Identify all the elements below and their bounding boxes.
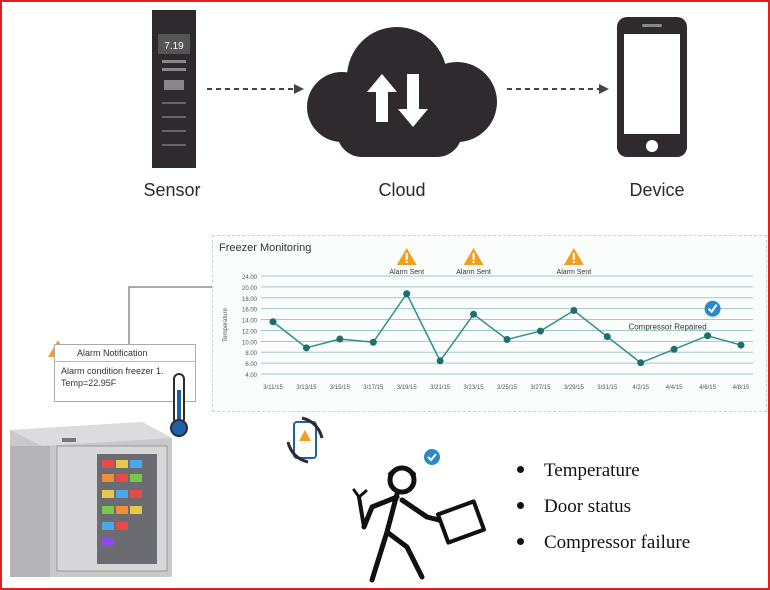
x-tick-label: 4/6/15 — [699, 385, 716, 391]
y-tick-label: 14.00 — [242, 319, 258, 325]
bullet-door-status: Door status — [517, 496, 631, 518]
notification-temp: Temp=22.95F — [61, 378, 117, 388]
alarm-warning-mark — [572, 253, 575, 260]
x-tick-label: 3/31/15 — [597, 385, 618, 391]
y-tick-label: 24.00 — [242, 275, 258, 281]
repaired-check-mark — [707, 304, 718, 314]
x-tick-label: 3/27/15 — [530, 385, 551, 391]
data-point — [470, 310, 478, 318]
data-point — [670, 345, 678, 353]
bullet-dot — [517, 466, 524, 474]
x-tick-label: 4/2/15 — [632, 385, 649, 391]
thermometer-icon — [170, 373, 188, 437]
x-tick-label: 4/8/15 — [733, 385, 750, 391]
phone-alert-icon — [286, 416, 324, 464]
freezer-line-chart: 24.00 20.00 18.00 16.00 14.00 12.00 10.00 8.00 6… — [223, 248, 753, 391]
y-axis-label: Temperature — [223, 307, 229, 341]
sensor-display: 7.19 — [164, 41, 184, 52]
data-point — [603, 333, 611, 341]
notification-divider — [55, 361, 195, 362]
alarm-warning-mark — [405, 253, 408, 260]
bullet-text: Door status — [544, 496, 632, 517]
bullet-temperature: Temperature — [517, 460, 640, 482]
alarm-notification: Alarm Notification Alarm condition freez… — [54, 344, 196, 402]
alarm-warning-dot — [405, 261, 408, 263]
sensor-icon: 7.19 — [152, 10, 196, 168]
y-tick-label: 8.00 — [245, 351, 257, 357]
annotation-label: Alarm Sent — [389, 269, 424, 276]
flow-graphics: 7.19 — [152, 10, 687, 168]
sensor-label: Sensor — [143, 180, 201, 200]
x-tick-label: 3/19/15 — [397, 385, 418, 391]
data-point — [704, 332, 712, 340]
chart-title: Freezer Monitoring — [219, 242, 312, 254]
x-tick-label: 3/15/15 — [330, 385, 351, 391]
notification-title: Alarm Notification — [77, 348, 148, 358]
cloud-icon — [307, 27, 497, 157]
check-badge-icon — [424, 449, 440, 465]
x-tick-label: 3/25/15 — [497, 385, 518, 391]
y-tick-label: 12.00 — [242, 329, 258, 335]
y-tick-label: 16.00 — [242, 308, 258, 314]
smartphone-icon — [617, 17, 687, 157]
data-point — [302, 344, 310, 352]
arrow-sensor-to-cloud — [207, 84, 304, 94]
arrow-cloud-to-device — [507, 84, 609, 94]
annotation-label: Alarm Sent — [456, 269, 491, 276]
data-point — [737, 341, 745, 349]
x-tick-label: 3/23/15 — [464, 385, 485, 391]
data-point — [369, 338, 377, 346]
bullet-text: Compressor failure — [544, 532, 691, 553]
data-point — [637, 359, 645, 367]
alarm-warning-mark — [472, 253, 475, 260]
notification-message: Alarm condition freezer 1. — [61, 366, 164, 376]
data-point — [269, 318, 277, 326]
x-tick-label: 4/4/15 — [666, 385, 683, 391]
x-tick-label: 3/11/15 — [263, 385, 283, 391]
data-point — [336, 335, 344, 343]
data-point — [503, 335, 511, 343]
data-point — [403, 290, 411, 298]
alarm-warning-dot — [572, 261, 575, 263]
x-tick-label: 3/13/15 — [296, 385, 317, 391]
data-point — [436, 357, 444, 365]
y-tick-label: 6.00 — [245, 362, 257, 368]
bullet-dot — [517, 502, 524, 510]
y-tick-label: 4.00 — [245, 373, 257, 379]
technician-icon — [352, 465, 486, 583]
y-tick-label: 18.00 — [242, 297, 258, 303]
x-tick-label: 3/29/15 — [564, 385, 585, 391]
freezer-icon — [10, 422, 172, 577]
bullet-dot — [517, 538, 524, 546]
device-label: Device — [629, 180, 685, 200]
data-point — [536, 327, 544, 335]
alarm-warning-dot — [472, 261, 475, 263]
annotation-label: Compressor Repaired — [628, 323, 706, 332]
data-point — [570, 307, 578, 315]
cloud-label: Cloud — [378, 180, 426, 200]
freezer-chart-panel: Freezer Monitoring 24.00 20.00 18.00 16.00 1… — [212, 235, 767, 412]
annotation-label: Alarm Sent — [557, 269, 592, 276]
x-tick-label: 3/17/15 — [363, 385, 384, 391]
x-tick-label: 3/21/15 — [430, 385, 451, 391]
bullet-compressor-failure: Compressor failure — [517, 532, 690, 554]
y-tick-label: 20.00 — [242, 286, 258, 292]
y-tick-label: 10.00 — [242, 340, 258, 346]
bullet-text: Temperature — [544, 460, 640, 481]
